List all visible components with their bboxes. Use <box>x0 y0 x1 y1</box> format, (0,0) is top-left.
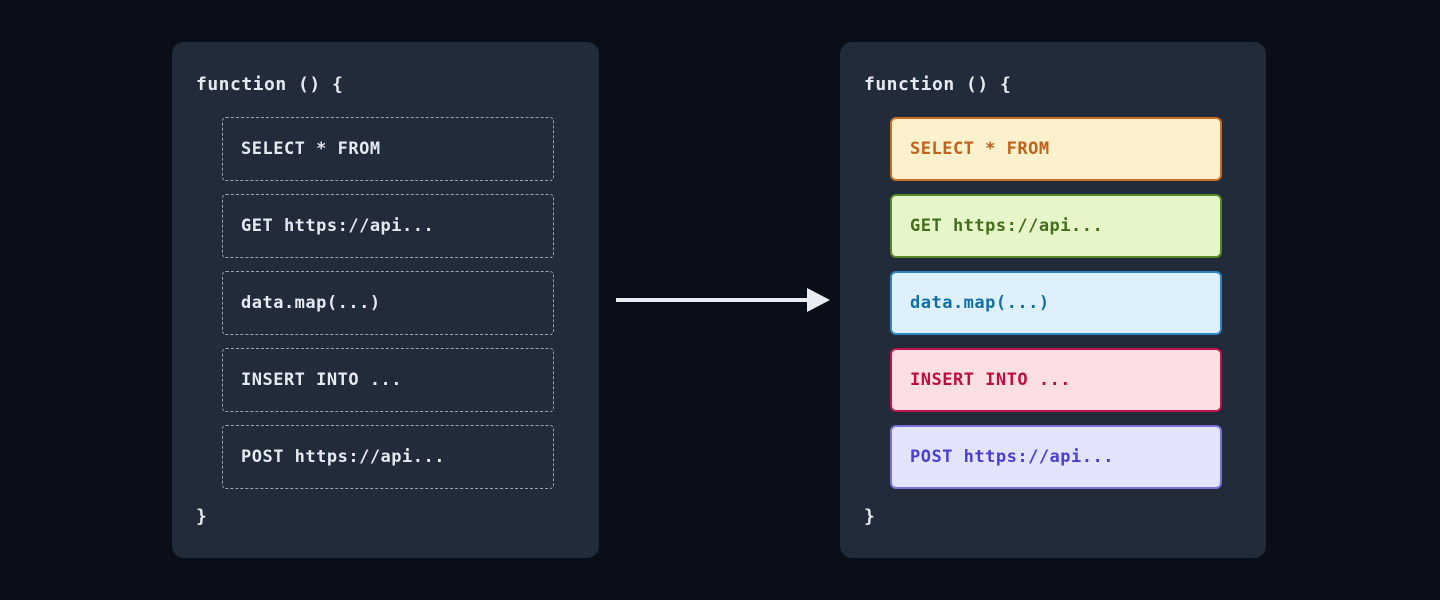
typed-block-get-request: GET https://api... <box>890 194 1222 258</box>
function-open-line: function () { <box>864 74 1012 95</box>
placeholder-block-label: POST https://api... <box>241 447 445 467</box>
placeholder-block-label: INSERT INTO ... <box>241 370 403 390</box>
after-code-panel: function () { SELECT * FROM GET https://… <box>840 42 1266 558</box>
typed-block-post-request: POST https://api... <box>890 425 1222 489</box>
placeholder-block-insert-into: INSERT INTO ... <box>222 348 554 412</box>
placeholder-block-data-map: data.map(...) <box>222 271 554 335</box>
typed-block-label: INSERT INTO ... <box>910 370 1072 390</box>
typed-block-label: data.map(...) <box>910 293 1050 313</box>
before-code-panel: function () { SELECT * FROM GET https://… <box>172 42 599 558</box>
placeholder-block-post-request: POST https://api... <box>222 425 554 489</box>
typed-block-label: SELECT * FROM <box>910 139 1050 159</box>
placeholder-block-label: SELECT * FROM <box>241 139 381 159</box>
function-close-brace: } <box>864 506 875 527</box>
placeholder-block-get-request: GET https://api... <box>222 194 554 258</box>
function-open-line: function () { <box>196 74 344 95</box>
typed-block-insert-into: INSERT INTO ... <box>890 348 1222 412</box>
typed-block-select-from: SELECT * FROM <box>890 117 1222 181</box>
typed-block-label: GET https://api... <box>910 216 1104 236</box>
placeholder-block-select-from: SELECT * FROM <box>222 117 554 181</box>
function-close-brace: } <box>196 506 207 527</box>
transform-arrow-icon <box>616 288 830 312</box>
typed-block-label: POST https://api... <box>910 447 1114 467</box>
typed-block-data-map: data.map(...) <box>890 271 1222 335</box>
placeholder-block-label: GET https://api... <box>241 216 435 236</box>
placeholder-block-label: data.map(...) <box>241 293 381 313</box>
